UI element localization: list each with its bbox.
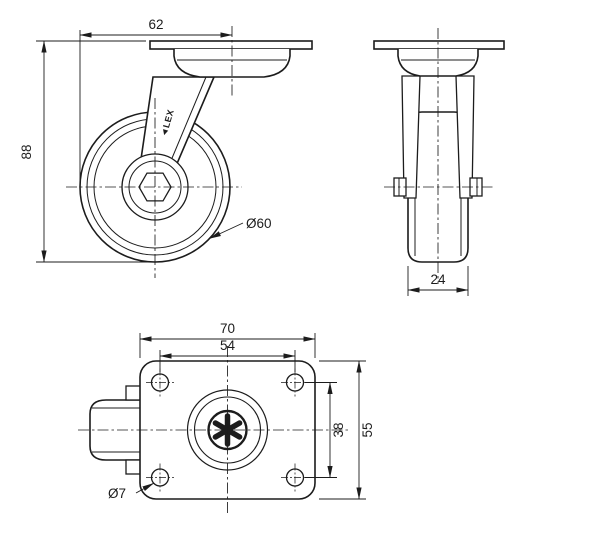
dimension-bolt-spacing-length: 54 <box>159 338 296 372</box>
mounting-plate-front <box>149 40 313 50</box>
leader-line <box>135 482 155 494</box>
dimension-label-overall-height: 88 <box>19 144 34 159</box>
leader-line <box>209 222 244 239</box>
dimension-label-wheel-diameter: Ø60 <box>246 216 272 231</box>
dimension-plate-width: 55 <box>319 360 375 500</box>
dimension-label-bolt-spacing-width: 38 <box>331 422 346 437</box>
fork-leg-left <box>401 75 421 199</box>
fork-leg-right <box>455 75 475 199</box>
front-view: ◄LEX 62 88 Ø60 <box>19 17 313 278</box>
fork-inner-edge <box>169 76 207 164</box>
dimension-wheel-diameter: Ø60 <box>209 216 272 239</box>
dimension-label-plate-length: 70 <box>220 321 235 336</box>
dimension-bolt-spacing-width: 38 <box>305 382 346 478</box>
mounting-plate-side <box>373 40 505 50</box>
dimension-bolt-hole-diameter: Ø7 <box>108 482 155 501</box>
top-view: 70 54 38 55 Ø7 <box>78 321 375 514</box>
dimension-label-wheel-width: 24 <box>430 272 446 287</box>
dimension-label-plate-width: 55 <box>360 422 375 437</box>
bolt-hole-centerlines <box>146 368 309 492</box>
dimension-label-bolt-spacing-length: 54 <box>220 338 236 353</box>
wheel-top-profile <box>89 399 142 461</box>
dimension-overall-height: 88 <box>19 40 148 263</box>
dimension-offset: 62 <box>79 17 233 180</box>
swivel-head-dome <box>173 49 291 78</box>
side-view: 24 <box>373 28 505 296</box>
dimension-plate-length: 70 <box>139 321 316 358</box>
dimension-label-bolt-hole-diameter: Ø7 <box>108 486 126 501</box>
dimension-wheel-width: 24 <box>407 266 469 296</box>
dimension-label-offset: 62 <box>148 17 163 32</box>
